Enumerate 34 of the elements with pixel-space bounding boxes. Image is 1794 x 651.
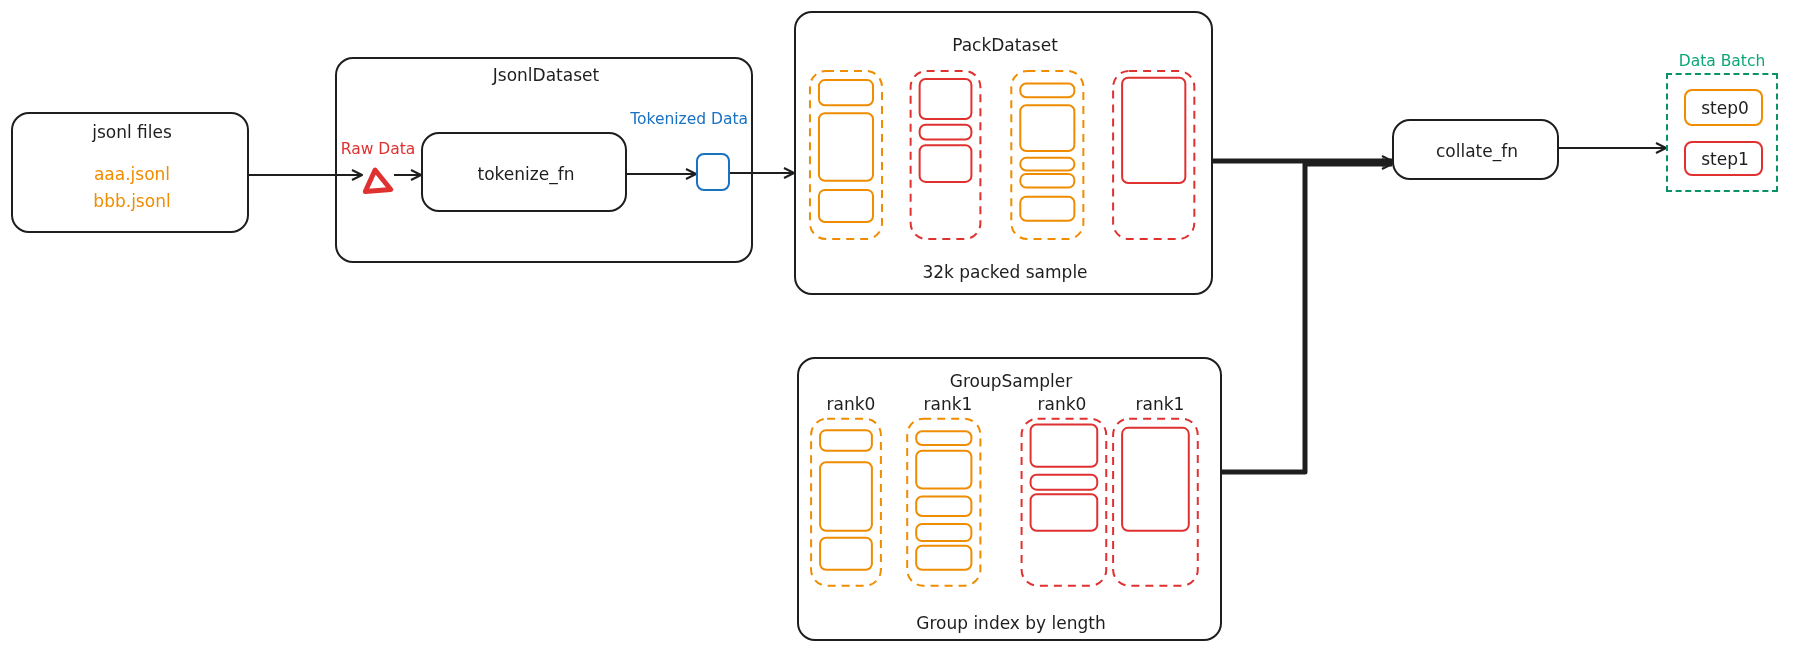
step-label: step1 [1701,148,1749,169]
rank-label: rank0 [1037,393,1087,415]
arrow [248,169,363,181]
dataset-container [335,57,753,263]
data-label: Raw Data [340,140,416,159]
step-box [1684,88,1763,126]
file-box [11,112,249,233]
function-label: tokenize_fn [477,163,575,185]
function-label: collate_fn [1436,140,1518,162]
process-box [421,132,627,212]
dataset-container [794,11,1213,295]
arrow [1222,158,1393,475]
file-name: aaa.jsonl [93,163,171,185]
arrow [729,167,795,179]
container-heading: JsonlDataset [492,64,600,86]
arrow [393,169,422,181]
rank-label: rank1 [1135,393,1185,415]
arrow [1213,155,1393,167]
rank-label: rank1 [923,393,973,415]
rank-label: rank0 [826,393,876,415]
file-name: bbb.jsonl [93,190,171,212]
process-box [1392,119,1559,180]
step-box [1684,140,1763,176]
step-label: step0 [1701,97,1749,118]
box-heading: jsonl files [92,121,172,143]
container-caption: Group index by length [916,612,1106,634]
batch-heading: Data Batch [1678,52,1766,71]
container-heading: PackDataset [952,34,1058,56]
sampler-container [797,357,1222,641]
data-label: Tokenized Data [630,110,748,129]
arrow [626,168,697,180]
container-caption: 32k packed sample [922,261,1088,283]
container-heading: GroupSampler [949,370,1073,392]
arrow [1558,142,1667,154]
